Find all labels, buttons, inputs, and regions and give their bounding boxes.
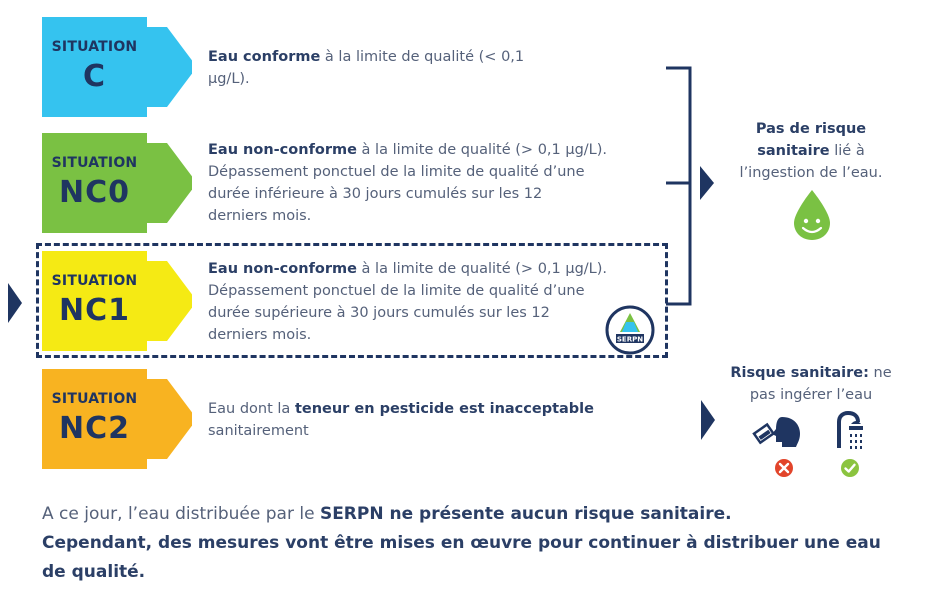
situation-nc1-desc-line3: durée supérieure à 30 jours cumulés sur … — [208, 305, 550, 321]
conclusion-plain: A ce jour, l’eau distribuée par le — [42, 504, 320, 524]
no-risk-rest: lié à — [829, 143, 865, 159]
conclusion-bold: SERPN ne présente aucun risque sanitaire… — [319, 504, 732, 524]
risk-bold: Risque sanitaire: — [730, 365, 869, 381]
situation-nc2-label: SITUATION — [51, 391, 138, 407]
no-drinking-icon — [752, 417, 800, 447]
no-risk-text: Pas de risque sanitaire lié à l’ingestio… — [716, 118, 906, 184]
nc1-pointer-icon — [8, 283, 22, 323]
situation-nc2-desc-line2: sanitairement — [208, 423, 309, 439]
situation-c-desc-bold: Eau conforme — [208, 49, 321, 65]
situation-c-description: Eau conforme à la limite de qualité (< 0… — [208, 46, 524, 90]
situation-nc0-desc-line4: derniers mois. — [208, 208, 312, 224]
situation-nc0-desc-line3: durée inférieure à 30 jours cumulés sur … — [208, 186, 543, 202]
situation-nc1-arrow-shape — [42, 251, 192, 351]
shower-icon — [837, 410, 863, 449]
red-cross-icon — [775, 459, 793, 477]
risk-text: Risque sanitaire: ne pas ingérer l’eau — [716, 362, 906, 406]
situation-c-label: SITUATION — [51, 39, 138, 55]
situation-nc1-block: SITUATION NC1 — [42, 251, 192, 351]
situation-nc1-description: Eau non-conforme à la limite de qualité … — [208, 258, 607, 346]
nc1-dashed-frame — [36, 243, 668, 358]
situation-nc2-description: Eau dont la teneur en pesticide est inac… — [208, 398, 594, 442]
situation-c-desc-rest: à la limite de qualité (< 0,1 — [320, 49, 525, 65]
green-check-icon — [841, 459, 859, 477]
no-risk-bold-1: Pas de risque — [755, 121, 867, 137]
situation-nc1-desc-line4: derniers mois. — [208, 327, 312, 343]
situation-c-desc-line2: µg/L). — [208, 71, 250, 87]
situation-nc0-arrow-shape — [42, 133, 192, 233]
situation-nc0-description: Eau non-conforme à la limite de qualité … — [208, 139, 607, 227]
situation-nc2-desc-plain: Eau dont la — [208, 401, 295, 417]
situation-c-block: SITUATION C — [42, 17, 192, 117]
nc2-pointer-icon — [701, 400, 715, 440]
serpn-logo: SERPN — [605, 305, 655, 355]
situation-nc0-desc-rest: à la limite de qualité (> 0,1 µg/L). — [356, 142, 608, 158]
situation-c-arrow-shape — [42, 17, 192, 117]
risk-line2: pas ingérer l’eau — [749, 387, 873, 403]
conclusion-line3: de qualité. — [42, 562, 146, 582]
no-risk-line3: l’ingestion de l’eau. — [739, 165, 883, 181]
situation-nc0-desc-line2: Dépassement ponctuel de la limite de qua… — [208, 164, 585, 180]
serpn-logo-text: SERPN — [617, 336, 643, 344]
conclusion-text: A ce jour, l’eau distribuée par le SERPN… — [42, 500, 912, 587]
no-risk-bold-2: sanitaire — [757, 143, 830, 159]
situation-nc1-label: SITUATION — [51, 273, 138, 289]
situation-c-code: C — [82, 59, 107, 94]
risk-rest: ne — [868, 365, 892, 381]
situation-nc1-desc-bold: Eau non-conforme — [208, 261, 357, 277]
water-drop-smile-icon — [794, 190, 830, 240]
situation-nc0-label: SITUATION — [51, 155, 138, 171]
situation-nc2-block: SITUATION NC2 — [42, 369, 192, 469]
situation-nc0-block: SITUATION NC0 — [42, 133, 192, 233]
situation-nc2-code: NC2 — [59, 411, 130, 446]
situation-nc0-desc-bold: Eau non-conforme — [208, 142, 357, 158]
situation-nc0-code: NC0 — [59, 175, 130, 210]
conclusion-line2: Cependant, des mesures vont être mises e… — [42, 533, 881, 553]
situation-nc2-arrow-shape — [42, 369, 192, 469]
situation-nc2-desc-bold: teneur en pesticide est inacceptable — [294, 401, 594, 417]
situation-nc1-desc-rest: à la limite de qualité (> 0,1 µg/L). — [356, 261, 608, 277]
situation-nc1-desc-line2: Dépassement ponctuel de la limite de qua… — [208, 283, 585, 299]
situation-nc1-code: NC1 — [59, 293, 130, 328]
grouping-bracket — [666, 66, 714, 306]
